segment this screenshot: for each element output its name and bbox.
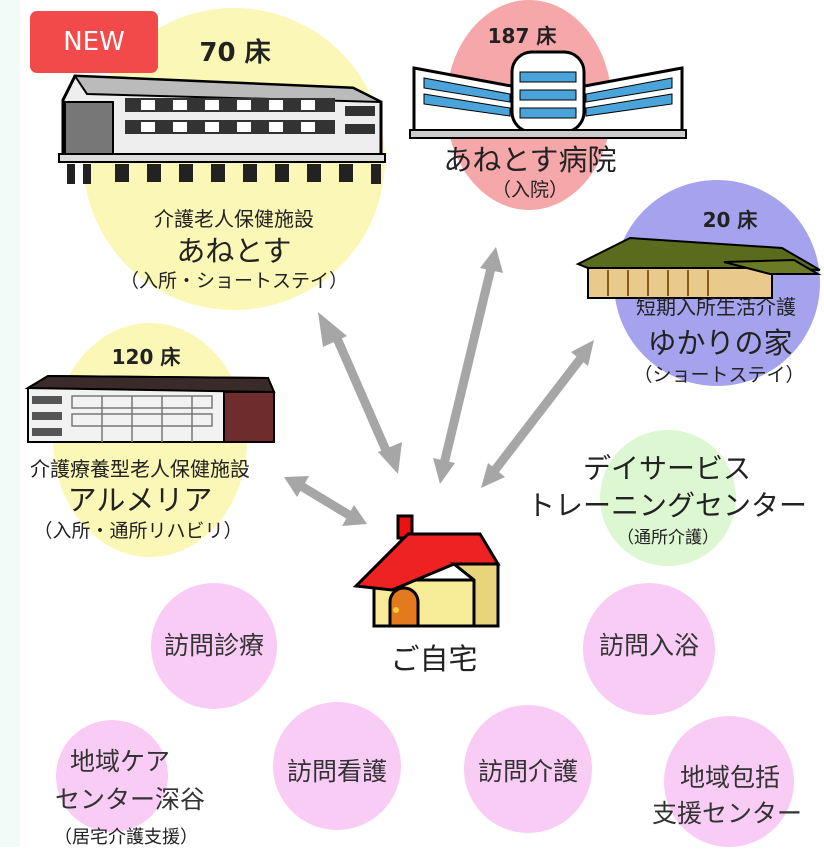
arrow-home-hospital (433, 247, 503, 484)
care-center-line1: 地域ケア (69, 747, 170, 776)
support-center-line2: 支援センター (651, 799, 802, 828)
visit-bath-circle (583, 583, 715, 715)
dayservice-note: （通所介護） (617, 528, 719, 548)
left-strip (0, 0, 20, 847)
yukari-name: ゆかりの家 (647, 326, 793, 360)
arumeria-building-icon (24, 374, 276, 443)
arumeria-type: 介護療養型老人保健施設 (30, 457, 250, 481)
home-house-icon (352, 514, 501, 628)
home-label: ご自宅 (390, 642, 478, 676)
visit-nursing-label: 訪問看護 (286, 757, 387, 786)
visit-nursing-circle (273, 702, 401, 830)
arumeria-beds: 120 床 (111, 345, 181, 369)
hospital-building-icon (409, 50, 687, 139)
new-badge: NEW (30, 11, 158, 73)
anetosu-beds: 70 床 (199, 38, 271, 68)
yukari-note: （ショートステイ） (633, 364, 805, 386)
hospital-note: （入院） (491, 179, 568, 201)
visit-care-label: 訪問介護 (477, 757, 578, 786)
arrow-home-arumeria (284, 476, 367, 526)
anetosu-type: 介護老人保健施設 (154, 207, 314, 231)
yukari-type: 短期入所生活介護 (636, 295, 796, 319)
anetosu-name: あねとす (176, 234, 292, 268)
support-center-line1: 地域包括 (679, 763, 780, 792)
visit-bath-label: 訪問入浴 (598, 631, 699, 660)
arumeria-note: （入所・通所リハビリ） (33, 520, 243, 542)
visit-medical-label: 訪問診療 (163, 631, 264, 660)
care-center-line2: センター深谷 (54, 785, 205, 814)
care-center-circle (56, 720, 168, 832)
dayservice-line2: トレーニングセンター (526, 489, 807, 522)
arumeria-name: アルメリア (67, 483, 213, 517)
care-center-note: （居宅介護支援） (54, 827, 198, 848)
visit-medical-circle (151, 583, 277, 709)
hospital-name: あねとす病院 (443, 143, 617, 177)
hospital-beds: 187 床 (487, 24, 557, 48)
yukari-beds: 20 床 (702, 208, 758, 232)
dayservice-line1: デイサービス (582, 452, 751, 485)
dayservice-circle (600, 430, 736, 566)
anetosu-note: （入所・ショートステイ） (119, 270, 348, 292)
arrow-home-yukari (481, 340, 594, 488)
visit-care-circle (464, 705, 592, 833)
arrow-home-anetosu (318, 312, 402, 474)
support-center-circle (664, 716, 794, 847)
anetosu-building-icon (58, 74, 386, 184)
yukari-building-icon (575, 236, 822, 299)
